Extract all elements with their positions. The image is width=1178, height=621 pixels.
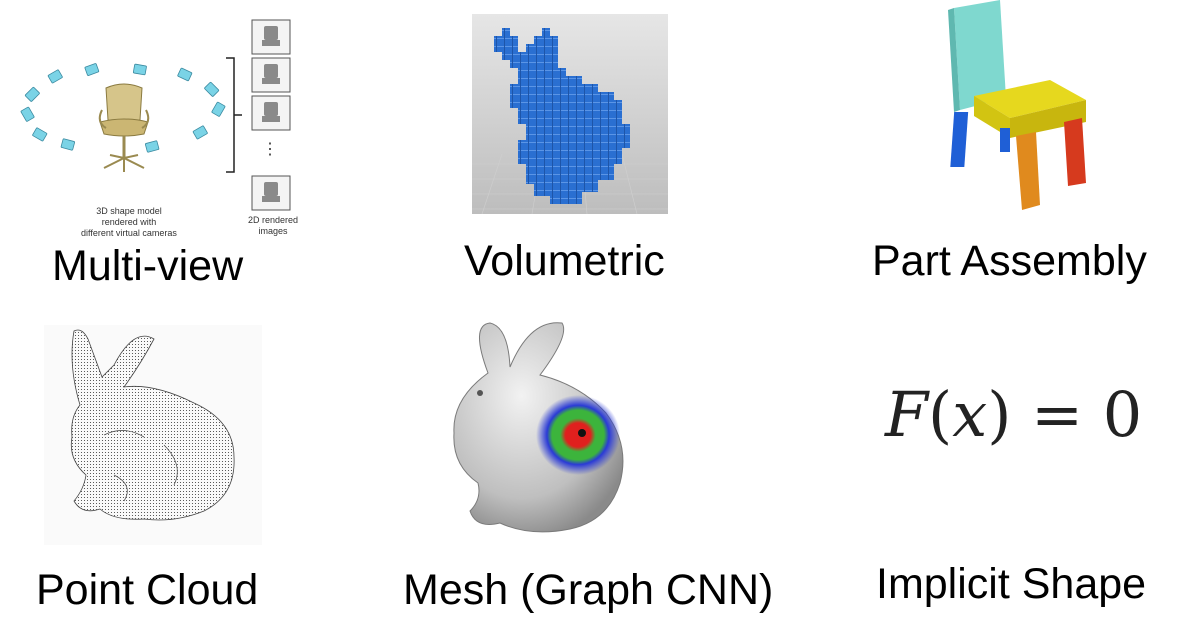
label-implicit-shape: Implicit Shape xyxy=(876,560,1147,608)
formula-open: ( xyxy=(928,378,953,451)
bracket xyxy=(226,57,242,173)
point-cloud-panel xyxy=(44,325,262,545)
formula-rest: = 0 xyxy=(1011,378,1143,451)
point-cloud-bunny xyxy=(44,325,262,545)
caption-left-line-3: different virtual cameras xyxy=(81,228,177,238)
mesh-panel xyxy=(430,315,645,555)
label-part-assembly: Part Assembly xyxy=(872,237,1147,285)
caption-right: 2D rendered images xyxy=(242,215,304,237)
multiview-panel: ⋮ 3D shape model rendered with different… xyxy=(14,10,304,240)
implicit-formula: F(x) = 0 xyxy=(885,378,1142,451)
label-mesh: Mesh (Graph CNN) xyxy=(403,566,774,614)
part-assembly-panel xyxy=(940,0,1100,215)
label-volumetric: Volumetric xyxy=(464,237,665,285)
formula-var: x xyxy=(952,378,988,451)
office-chair xyxy=(98,83,150,172)
caption-right-line-2: images xyxy=(258,226,288,236)
volumetric-panel xyxy=(472,14,668,215)
mesh-bunny xyxy=(453,322,624,533)
chair-parts xyxy=(948,0,1086,210)
ellipsis: ⋮ xyxy=(262,141,278,158)
camera-ring xyxy=(20,63,226,153)
caption-left: 3D shape model rendered with different v… xyxy=(64,206,194,239)
label-multiview: Multi-view xyxy=(52,242,244,290)
label-point-cloud: Point Cloud xyxy=(36,566,259,614)
voxel-bunny xyxy=(472,14,668,215)
caption-left-line-2: rendered with xyxy=(101,217,157,227)
multiview-illustration xyxy=(20,19,291,211)
formula-func: F xyxy=(885,378,929,451)
caption-right-line-1: 2D rendered xyxy=(247,215,299,225)
caption-left-line-1: 3D shape model xyxy=(96,206,162,216)
formula-close: ) xyxy=(987,378,1012,451)
